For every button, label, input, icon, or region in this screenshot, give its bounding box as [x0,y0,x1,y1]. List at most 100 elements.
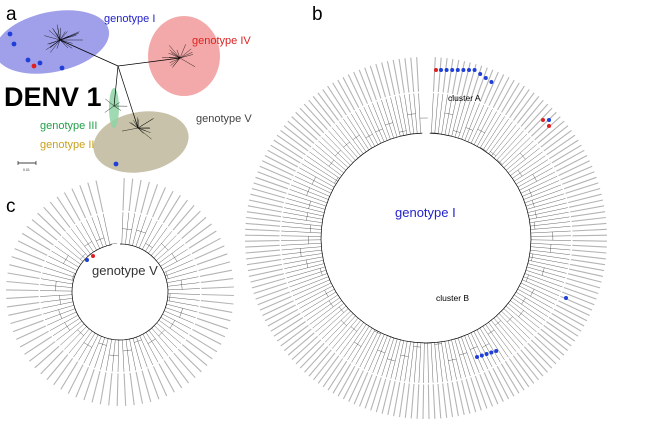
circular-tree-c [5,178,234,407]
tree-c-leaf-branch [139,335,153,366]
strain-marker [37,60,43,66]
tree-b-leaf-label [245,244,280,248]
tree-b-leaf-branch [318,140,349,168]
tree-b-leaf-branch [501,137,531,166]
tree-b-leaf-label [253,282,287,295]
tree-b-leaf-branch [299,288,335,309]
genotype-v-branch [137,119,140,129]
tree-c-leaf-label [146,184,159,216]
tree-b-leaf-branch [520,176,558,194]
genotype-iv-branch [169,45,181,59]
tree-b-leaf-branch [510,300,543,325]
tree-c-leaf-branch [162,254,191,270]
tree-b-leaf-branch [309,300,342,325]
tree-b-leaf-branch [506,144,537,171]
panel-b: b genotype I cluster A cluster B [244,4,608,420]
tree-b-leaf-branch [527,263,567,274]
tree-b-leaf-label [248,268,283,277]
tree-b-leaf-label [253,182,287,194]
tree-b-leaf-label [280,324,309,347]
genotype-v-stem [117,65,139,129]
tree-b-leaf-branch [343,324,367,358]
tree-b-leaf-branch [451,339,462,379]
tree-b-leaf-branch [448,96,458,136]
tree-c-leaf-label [56,196,76,225]
tree-b-leaf-label [530,339,557,365]
tree-b-leaf-branch [448,340,457,380]
tree-c-leaf-branch [86,219,100,249]
tree-b-leaf-label [416,57,420,92]
tree-b-leaf-label [523,346,548,373]
tree-b-leaf-label [347,74,364,106]
tree-b-leaf-label [492,368,510,400]
tree-b-leaf-branch [301,291,337,313]
tree-b-leaf-label [287,332,315,356]
tree-c-leaf-label [194,245,225,260]
tree-b-leaf-label [255,176,289,190]
tree-b-leaf-branch [285,202,325,213]
tree-b-leaf-branch [526,198,566,210]
tree-b-leaf-branch [529,256,569,265]
tree-c-leaf-label [196,253,228,266]
tree-b-leaf-label [520,99,544,127]
tree-c-leaf-branch [165,265,196,277]
tree-b-leaf-label [569,199,604,208]
tree-b-leaf-label [257,171,290,185]
tree-b-leaf-label [516,96,540,124]
tree-b-leaf-label [422,384,425,420]
tree-b-leaf-label [304,346,329,373]
tree-c-leaf-branch [66,232,89,257]
tree-c-leaf-branch [45,261,76,274]
tree-b-leaf-label [565,182,599,194]
tree-b-leaf-branch [438,93,444,134]
tree-b-leaf-label [262,300,294,316]
tree-c-leaf-branch [117,339,119,373]
tree-c-leaf-label [6,280,39,286]
tree-b-leaf-branch [461,336,475,375]
tree-b-leaf-branch [284,207,324,217]
cluster-b-marker [475,355,479,359]
tree-b-leaf-branch [522,279,560,296]
tree-c-leaf-branch [97,215,107,247]
tree-b-leaf-branch [359,331,379,368]
genotype-i-ellipse [0,10,110,74]
tree-c-leaf-label [147,368,160,400]
tree-c-backbone-arc [71,243,169,341]
tree-c-leaf-label [60,361,79,390]
tree-c-leaf-label [37,212,62,237]
tree-b-leaf-label [259,165,292,181]
tree-b-leaf-label [264,155,296,172]
tree-b-leaf-branch [431,93,434,134]
strain-marker [59,65,65,71]
tree-b-leaf-branch [501,310,531,340]
tree-b-leaf-branch [409,342,415,383]
genotype-iv-branch [170,52,181,59]
tree-c-leaf-branch [167,288,200,291]
tree-b-leaf-label [479,374,494,407]
tree-b-leaf-label [442,383,448,418]
tree-c-leaf-branch [70,228,91,255]
tree-c-leaf-branch [132,214,141,246]
tree-c-leaf-label [24,336,53,355]
tree-b-leaf-branch [301,163,336,185]
tree-c-leaf-label [188,230,217,249]
tree-c-leaf-label [108,373,113,406]
tree-b-leaf-branch [482,116,505,150]
panel-a-letter: a [6,4,17,25]
tree-c-leaf-branch [167,296,200,301]
tree-b-leaf-label [248,199,283,208]
tree-b-leaf-label [565,282,599,295]
tree-b-leaf-label [358,374,373,407]
tree-b-leaf-label [332,82,351,113]
tree-c-leaf-label [181,216,207,240]
tree-b-leaf-label [364,67,377,101]
tree-b-leaf-label [512,355,535,384]
tree-b-leaf-label [317,355,340,384]
tree-b-leaf-branch [291,184,329,200]
tree-b-leaf-branch [493,318,520,349]
tree-c-leaf-label [173,352,196,379]
tree-c-leaf-branch [80,222,97,251]
tree-b-leaf-branch [523,184,561,200]
tree-b-leaf-label [353,372,369,405]
tree-c-leaf-label [87,182,98,214]
